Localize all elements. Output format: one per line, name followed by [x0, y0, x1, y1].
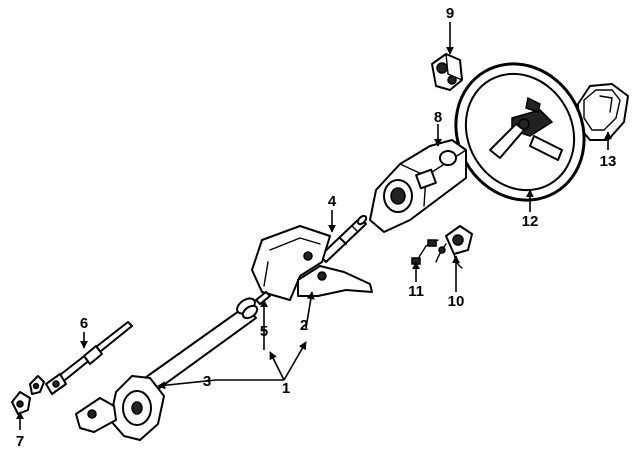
callout-12: 12	[522, 213, 539, 230]
callout-6: 6	[80, 315, 88, 332]
callout-8: 8	[434, 109, 442, 126]
column-bracket	[251, 225, 373, 301]
callout-7: 7	[16, 433, 24, 450]
upper-steering-shaft	[319, 214, 368, 263]
horn-pad	[577, 83, 629, 141]
callout-labels: 1 2 3 4 5 6 7 8 9 10 11 12 13	[16, 5, 617, 450]
callout-13: 13	[600, 153, 617, 170]
callout-2: 2	[300, 317, 308, 334]
callout-3: 3	[203, 373, 211, 390]
lock-cylinder	[431, 53, 463, 91]
leader-lines	[16, 22, 612, 430]
turn-signal-switch	[435, 225, 473, 269]
callout-1: 1	[282, 380, 290, 397]
callout-11: 11	[408, 283, 424, 300]
callout-5: 5	[260, 323, 268, 340]
column-mount-flange	[75, 375, 165, 441]
callout-9: 9	[446, 5, 454, 22]
intermediate-shaft	[45, 321, 133, 395]
callout-10: 10	[448, 293, 465, 310]
callout-4: 4	[328, 193, 337, 210]
wiring-connector	[411, 239, 446, 265]
universal-joint-parts	[11, 375, 45, 415]
steering-wheel	[454, 62, 586, 202]
column-shroud	[369, 139, 467, 233]
